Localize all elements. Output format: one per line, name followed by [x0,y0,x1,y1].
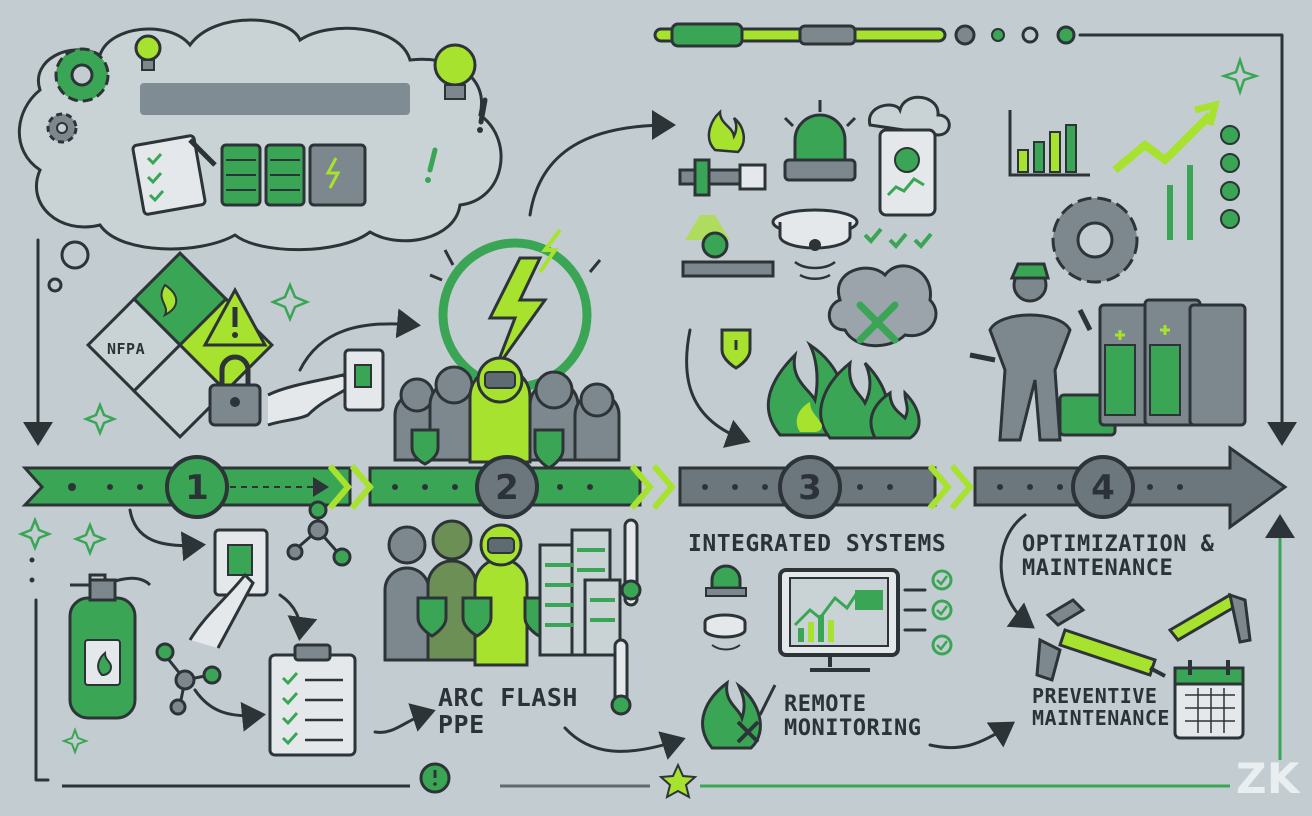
stage2-bottom-art [383,518,686,760]
stage1-hazard-art [82,250,421,440]
stage3-fire-art [678,95,951,448]
top-pipe [653,22,1076,48]
remote-monitoring-label: REMOTE MONITORING [784,692,922,741]
optimization-maintenance-label: OPTIMIZATION & MAINTENANCE [1022,532,1215,581]
step-badge-2: 2 [475,455,539,519]
frame-lines [23,33,1297,788]
stage1-bottom-art [17,500,436,757]
watermark-logo: ZK [1236,754,1300,803]
bottom-markers [419,762,698,799]
arc-flash-ppe-label: ARC FLASH PPE [438,683,578,739]
stage4-bottom-art [999,513,1252,740]
preventive-maintenance-label: PREVENTIVE MAINTENANCE [1032,684,1170,730]
step-badge-3: 3 [778,455,842,519]
redacted-title-bar [140,83,410,115]
stage4-optimization-art [969,56,1260,442]
step-badge-1: 1 [165,455,229,519]
step-number-2: 2 [495,468,519,508]
idea-cloud [17,18,503,293]
step-number-3: 3 [798,468,822,508]
step-number-1: 1 [185,468,209,508]
stage3-bottom-art [701,564,1015,750]
nfpa-label: NFPA [107,340,146,358]
step-number-4: 4 [1091,468,1115,508]
integrated-systems-label: INTEGRATED SYSTEMS [688,531,947,557]
step-badge-4: 4 [1071,455,1135,519]
stage2-arcflash-art [393,110,676,470]
